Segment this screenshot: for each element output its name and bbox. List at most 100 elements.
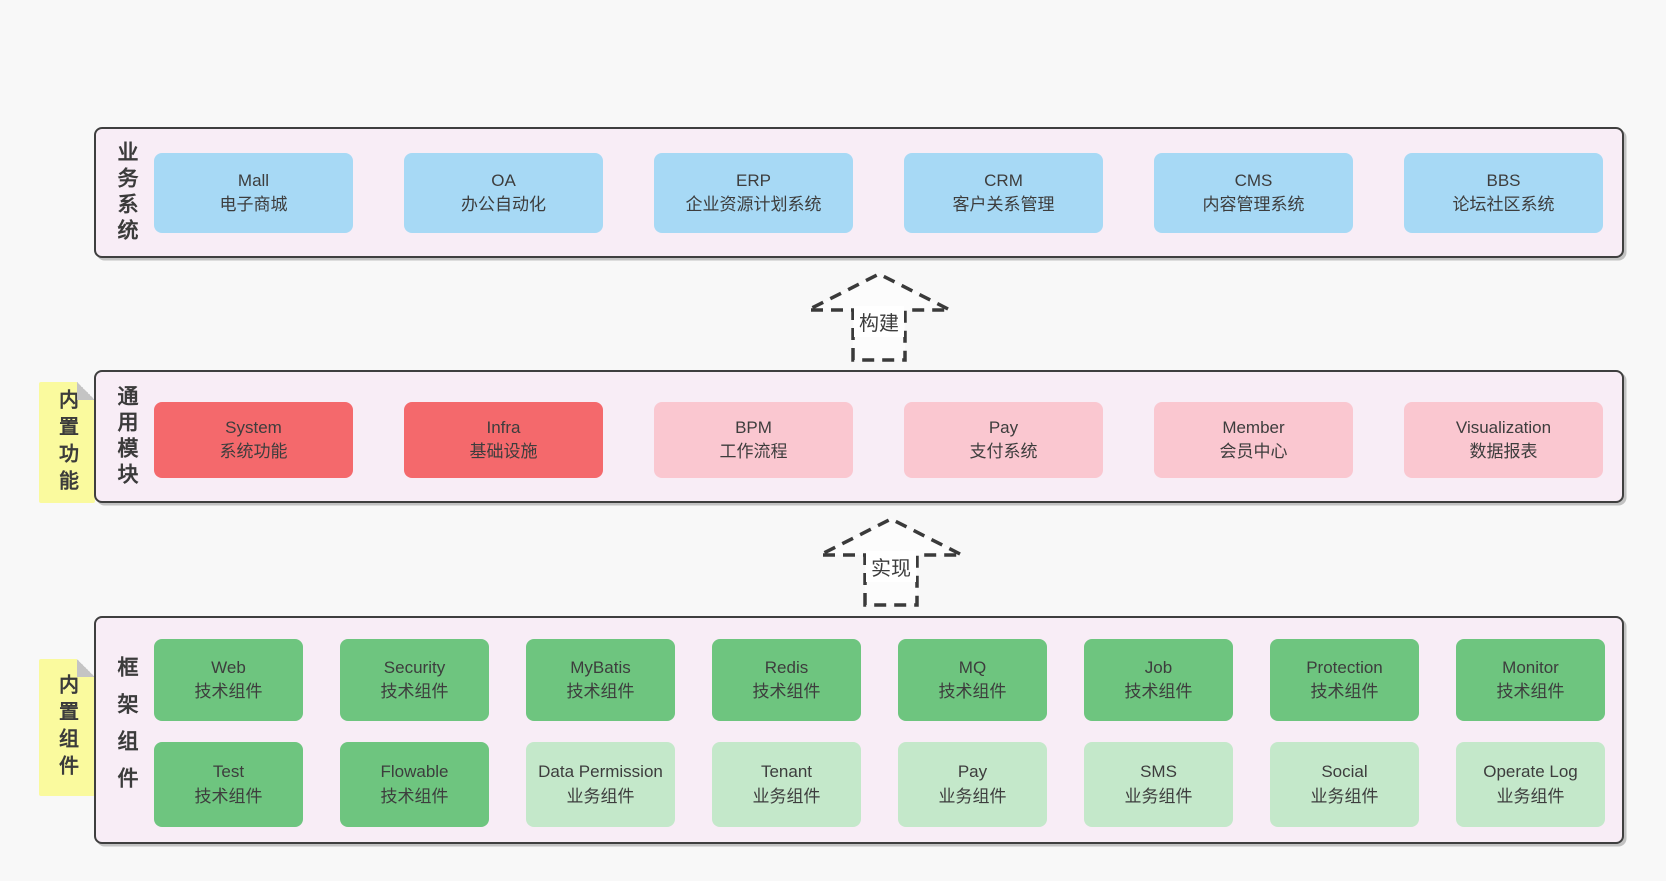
box-title: Tenant: [760, 762, 813, 782]
arrow-implement: 实现: [816, 515, 966, 607]
box-subtitle: 技术组件: [380, 786, 449, 806]
box-member: Member 会员中心: [1154, 402, 1353, 478]
box-subtitle: 系统功能: [219, 442, 288, 461]
box-sms: SMS 业务组件: [1084, 742, 1233, 827]
box-subtitle: 支付系统: [969, 442, 1038, 461]
box-title: MQ: [958, 657, 987, 677]
box-bbs: BBS 论坛社区系统: [1404, 153, 1603, 233]
box-subtitle: 技术组件: [194, 786, 263, 806]
box-title: Data Permission: [538, 762, 663, 782]
box-monitor: Monitor 技术组件: [1456, 639, 1605, 721]
box-subtitle: 内容管理系统: [1202, 195, 1305, 214]
box-crm: CRM 客户关系管理: [904, 153, 1103, 233]
box-title: Mall: [237, 170, 270, 190]
sticky-note-builtin-components: 内置组件: [39, 659, 95, 796]
arrow-build-label: 构建: [854, 306, 904, 337]
box-redis: Redis 技术组件: [712, 639, 861, 721]
box-social: Social 业务组件: [1270, 742, 1419, 827]
box-subtitle: 技术组件: [752, 682, 821, 701]
box-bpm: BPM 工作流程: [654, 402, 853, 478]
box-data-permission: Data Permission 业务组件: [526, 742, 675, 827]
arrow-build: 构建: [804, 270, 954, 362]
box-cms: CMS 内容管理系统: [1154, 153, 1353, 233]
box-test: Test 技术组件: [154, 742, 303, 827]
box-title: Pay: [988, 417, 1019, 437]
arrow-implement-label: 实现: [866, 551, 916, 582]
box-title: Member: [1222, 417, 1285, 437]
box-title: Job: [1144, 657, 1173, 677]
box-title: Monitor: [1502, 657, 1559, 677]
box-title: Infra: [486, 417, 521, 437]
box-title: Operate Log: [1483, 762, 1578, 782]
business-boxes: Mall 电子商城 OA 办公自动化 ERP 企业资源计划系统 CRM 客户关系管理 CMS 内容…: [154, 153, 1603, 233]
box-subtitle: 办公自动化: [461, 195, 546, 214]
box-subtitle: 技术组件: [1124, 682, 1193, 701]
box-job: Job 技术组件: [1084, 639, 1233, 721]
sticky-note-builtin-functions: 内置功能: [39, 382, 95, 503]
box-subtitle: 技术组件: [1310, 682, 1379, 701]
box-subtitle: 会员中心: [1219, 442, 1288, 461]
box-oa: OA 办公自动化: [404, 153, 603, 233]
box-title: Social: [1321, 762, 1368, 782]
layer-components-label: 框架组件: [115, 656, 138, 804]
box-subtitle: 客户关系管理: [952, 195, 1055, 214]
box-title: Test: [212, 762, 245, 782]
box-title: MyBatis: [570, 657, 631, 677]
box-title: Redis: [764, 657, 809, 677]
box-subtitle: 企业资源计划系统: [685, 195, 822, 214]
box-subtitle: 基础设施: [469, 442, 538, 461]
box-pay-component: Pay 业务组件: [898, 742, 1047, 827]
box-mq: MQ 技术组件: [898, 639, 1047, 721]
box-title: BPM: [735, 417, 772, 437]
box-title: Flowable: [380, 762, 449, 782]
box-title: Web: [211, 657, 246, 677]
box-title: CMS: [1234, 170, 1273, 190]
box-subtitle: 论坛社区系统: [1452, 195, 1555, 214]
sticky-note-functions-label: 内置功能: [55, 388, 78, 497]
note-fold-icon: [77, 382, 95, 400]
box-flowable: Flowable 技术组件: [340, 742, 489, 827]
box-subtitle: 工作流程: [719, 442, 788, 461]
sticky-note-components-label: 内置组件: [55, 673, 78, 782]
box-subtitle: 技术组件: [1496, 682, 1565, 701]
box-title: System: [225, 417, 282, 437]
note-fold-icon: [77, 659, 95, 677]
box-subtitle: 技术组件: [380, 682, 449, 701]
layer-common-modules: 通用模块 System 系统功能 Infra 基础设施 BPM 工作流程 Pay 支付系统 Me…: [94, 370, 1624, 503]
box-subtitle: 技术组件: [938, 682, 1007, 701]
box-mybatis: MyBatis 技术组件: [526, 639, 675, 721]
box-title: Pay: [957, 762, 988, 782]
box-subtitle: 业务组件: [566, 786, 635, 806]
box-subtitle: 电子商城: [219, 195, 288, 214]
box-subtitle: 业务组件: [1310, 786, 1379, 806]
box-protection: Protection 技术组件: [1270, 639, 1419, 721]
box-subtitle: 业务组件: [938, 786, 1007, 806]
box-mall: Mall 电子商城: [154, 153, 353, 233]
box-title: ERP: [736, 170, 771, 190]
box-infra: Infra 基础设施: [404, 402, 603, 478]
box-title: Security: [383, 657, 446, 677]
box-subtitle: 数据报表: [1469, 442, 1538, 461]
box-visualization: Visualization 数据报表: [1404, 402, 1603, 478]
box-web: Web 技术组件: [154, 639, 303, 721]
module-boxes: System 系统功能 Infra 基础设施 BPM 工作流程 Pay 支付系统 Member 会…: [154, 402, 1603, 478]
box-security: Security 技术组件: [340, 639, 489, 721]
box-subtitle: 技术组件: [194, 682, 263, 701]
box-title: BBS: [1486, 170, 1521, 190]
box-subtitle: 业务组件: [752, 786, 821, 806]
box-subtitle: 技术组件: [566, 682, 635, 701]
box-system: System 系统功能: [154, 402, 353, 478]
box-title: OA: [491, 170, 516, 190]
box-title: Visualization: [1455, 417, 1552, 437]
box-tenant: Tenant 业务组件: [712, 742, 861, 827]
box-title: Protection: [1306, 657, 1383, 677]
box-title: CRM: [984, 170, 1023, 190]
box-title: SMS: [1140, 762, 1177, 782]
box-subtitle: 业务组件: [1124, 786, 1193, 806]
layer-modules-label: 通用模块: [115, 384, 138, 489]
